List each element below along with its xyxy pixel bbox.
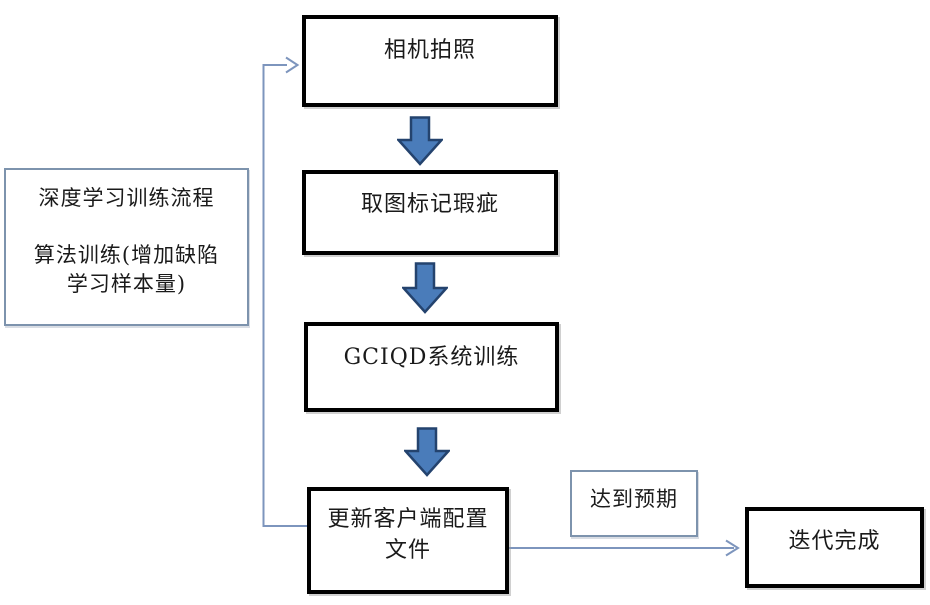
feedback-arrowhead-icon [285, 56, 300, 74]
result-arrow [509, 539, 740, 557]
step-update-config-line-2: 文件 [384, 538, 431, 563]
down-arrow-shape [402, 262, 448, 314]
down-block-arrow-icon [397, 116, 443, 166]
note-line-2: 算法训练(增加缺陷 [33, 243, 220, 267]
feedback-arrow [262, 56, 308, 527]
step-mark-defects-label: 取图标记瑕疵 [360, 192, 499, 217]
note-line-1: 深度学习训练流程 [38, 186, 215, 210]
note-line-3: 学习样本量) [66, 272, 187, 296]
note-box: 深度学习训练流程 算法训练(增加缺陷 学习样本量) [4, 168, 249, 326]
step-system-training-label: GCIQD系统训练 [343, 345, 520, 370]
step-update-config-line-1: 更新客户端配置 [327, 507, 489, 532]
step-iteration-done-box: 迭代完成 [745, 507, 924, 588]
step-iteration-done-label: 迭代完成 [788, 529, 881, 554]
result-arrowhead-icon [725, 539, 740, 557]
step-system-training-box: GCIQD系统训练 [304, 322, 559, 412]
feedback-line [262, 64, 308, 527]
down-block-arrow-icon [404, 427, 450, 477]
step-mark-defects-box: 取图标记瑕疵 [302, 170, 558, 255]
down-arrow-shape [397, 116, 443, 166]
step-update-config-box: 更新客户端配置 文件 [307, 487, 509, 594]
condition-expectation-box: 达到预期 [570, 470, 698, 537]
step-camera-box: 相机拍照 [302, 15, 558, 107]
step-camera-label: 相机拍照 [383, 38, 476, 63]
condition-expectation-label: 达到预期 [590, 487, 678, 511]
down-arrow-shape [404, 427, 450, 477]
down-block-arrow-icon [402, 262, 448, 314]
note-spacer [6, 213, 247, 241]
